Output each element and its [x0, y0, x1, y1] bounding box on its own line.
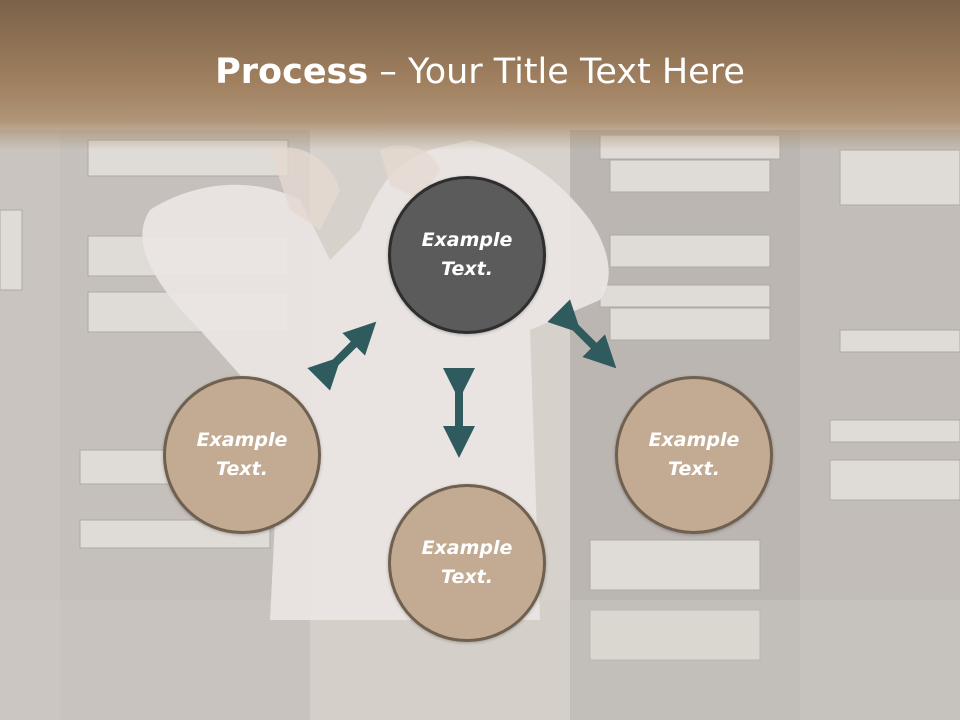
circle-right-label: Example Text. — [648, 429, 740, 480]
arrow-top-left — [307, 321, 377, 391]
title-rest: – Your Title Text Here — [368, 52, 745, 92]
circle-top-label: Example Text. — [421, 229, 513, 280]
title-bold: Process — [215, 52, 369, 92]
circle-left-label: Example Text. — [196, 429, 288, 480]
circle-left[interactable]: Example Text. — [163, 376, 321, 534]
circle-top[interactable]: Example Text. — [388, 176, 546, 334]
slide-title: Process – Your Title Text Here — [0, 52, 960, 92]
circle-bottom[interactable]: Example Text. — [388, 484, 546, 642]
circle-right[interactable]: Example Text. — [615, 376, 773, 534]
title-band — [0, 0, 960, 150]
circle-bottom-label: Example Text. — [421, 537, 513, 588]
arrow-top-right — [547, 299, 617, 369]
